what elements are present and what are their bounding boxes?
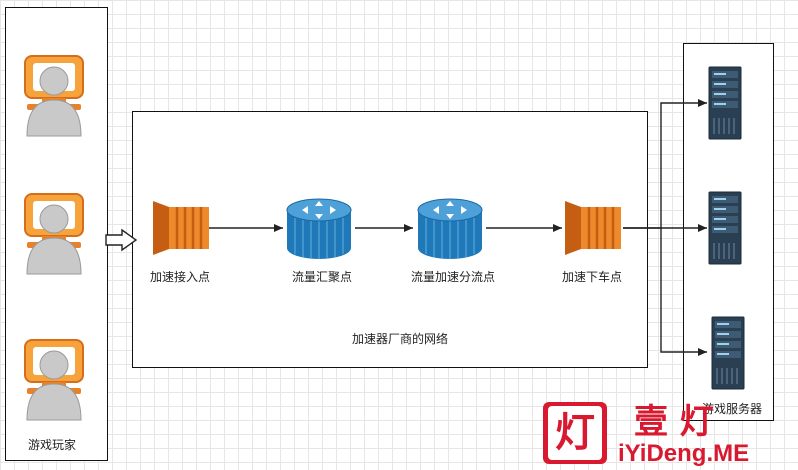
split-node-label: 流量加速分流点	[411, 270, 496, 284]
player-icon	[24, 339, 84, 421]
player-icon	[24, 193, 84, 275]
ingress-node-label: 加速接入点	[150, 270, 211, 284]
ingress-node-icon	[153, 201, 209, 255]
aggregate-node-label: 流量汇聚点	[292, 270, 353, 284]
servers-label: 游戏服务器	[702, 402, 763, 416]
player-icon	[24, 55, 84, 137]
split-router-icon	[417, 198, 483, 259]
server-icon	[711, 316, 745, 390]
players-to-network-arrow	[105, 228, 138, 252]
server-icon	[708, 66, 742, 140]
watermark-logo: 灯	[543, 402, 607, 464]
watermark-url: iYiDeng.ME	[618, 440, 750, 467]
players-label: 游戏玩家	[28, 438, 77, 452]
egress-node-label: 加速下车点	[562, 270, 623, 284]
server-icon	[708, 191, 742, 265]
watermark-title: 壹 灯	[634, 403, 715, 441]
edge-egress-server-3	[660, 228, 707, 356]
egress-node-icon	[565, 201, 621, 255]
network-label: 加速器厂商的网络	[352, 332, 449, 346]
aggregate-router-icon	[286, 198, 352, 259]
accelerator-network-box	[132, 111, 648, 368]
watermark-logo-char: 灯	[548, 406, 602, 460]
edge-egress-server-1	[623, 99, 707, 229]
